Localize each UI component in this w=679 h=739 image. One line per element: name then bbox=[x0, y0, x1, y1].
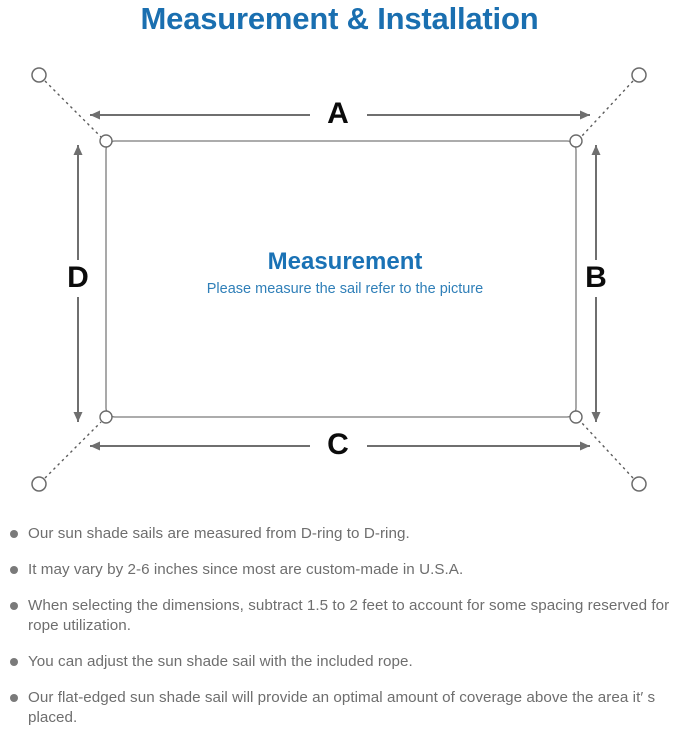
note-text: You can adjust the sun shade sail with t… bbox=[28, 653, 413, 670]
bullet-icon bbox=[10, 694, 18, 702]
anchor-top-left bbox=[31, 67, 47, 83]
list-item: You can adjust the sun shade sail with t… bbox=[0, 652, 679, 672]
dimension-label-d: D bbox=[67, 261, 89, 294]
notes-list: Our sun shade sails are measured from D-… bbox=[0, 524, 679, 728]
anchor-top-right bbox=[631, 67, 647, 83]
list-item: Our flat-edged sun shade sail will provi… bbox=[0, 688, 679, 728]
anchor-bottom-left bbox=[31, 476, 47, 492]
dimension-label-c: C bbox=[327, 428, 349, 461]
rope-bottom-left bbox=[44, 421, 102, 479]
dimension-label-a: A bbox=[327, 97, 349, 130]
bullet-icon bbox=[10, 530, 18, 538]
rope-top-right bbox=[580, 80, 634, 138]
rope-top-left bbox=[44, 80, 102, 138]
dimension-label-b: B bbox=[585, 261, 607, 294]
d-ring-bottom-left bbox=[99, 410, 113, 424]
diagram-center-subheading: Please measure the sail refer to the pic… bbox=[207, 281, 483, 297]
diagram-center-heading: Measurement bbox=[268, 248, 423, 275]
note-text: When selecting the dimensions, subtract … bbox=[28, 597, 670, 634]
note-text: It may vary by 2-6 inches since most are… bbox=[28, 561, 464, 578]
note-text: Our sun shade sails are measured from D-… bbox=[28, 525, 410, 542]
bullet-icon bbox=[10, 602, 18, 610]
rope-lines bbox=[44, 80, 634, 479]
page-title: Measurement & Installation bbox=[140, 1, 539, 36]
rope-bottom-right bbox=[580, 421, 634, 479]
anchor-bottom-right bbox=[631, 476, 647, 492]
anchor-points bbox=[31, 67, 647, 492]
sail-measurement-diagram: A C D B Measurement Please measure the s… bbox=[0, 44, 679, 514]
d-ring-top-left bbox=[99, 134, 113, 148]
d-ring-top-right bbox=[569, 134, 583, 148]
list-item: Our sun shade sails are measured from D-… bbox=[0, 524, 679, 544]
d-rings bbox=[99, 134, 583, 424]
shade-sail-body bbox=[105, 140, 577, 418]
list-item: When selecting the dimensions, subtract … bbox=[0, 596, 679, 636]
bullet-icon bbox=[10, 658, 18, 666]
d-ring-bottom-right bbox=[569, 410, 583, 424]
list-item: It may vary by 2-6 inches since most are… bbox=[0, 560, 679, 580]
bullet-icon bbox=[10, 566, 18, 574]
note-text: Our flat-edged sun shade sail will provi… bbox=[28, 689, 656, 726]
